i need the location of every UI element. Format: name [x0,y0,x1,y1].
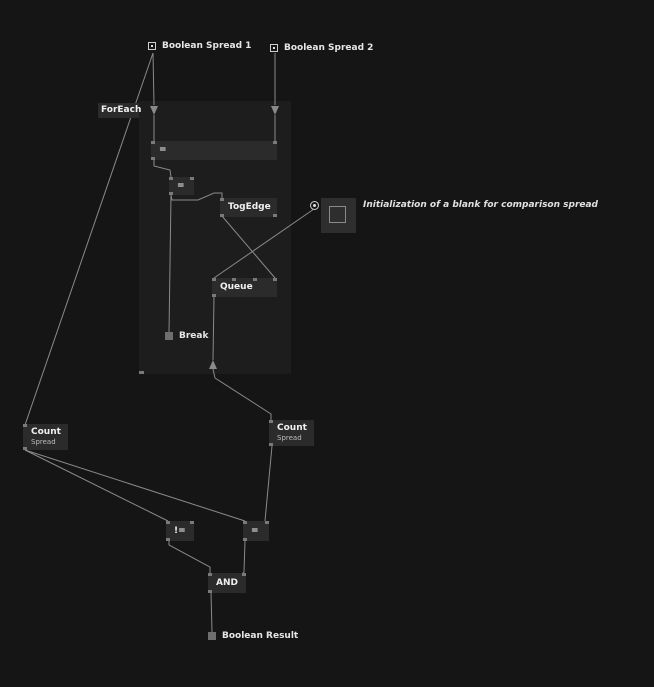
togedge-pin-in[interactable] [220,198,224,201]
init-blank-inner-square [329,206,346,223]
boolean-result-box[interactable] [208,632,216,640]
not-equals-node[interactable]: != [166,521,194,541]
wire-and-to-result [210,591,213,633]
equals-small-node[interactable]: = [169,177,194,195]
togedge-pin-out-2[interactable] [273,214,277,217]
init-blank-box[interactable] [321,198,356,233]
count-left-sub-label: Spread [31,438,56,446]
foreach-region-corner-pin [139,371,144,374]
togedge-pin-out-1[interactable] [220,214,224,217]
equals-small-pin-in2[interactable] [190,177,194,180]
and-node[interactable]: AND [208,573,246,593]
break-label: Break [179,331,209,341]
equals-bottom-label: = [251,526,259,536]
wire-spread1-to-foreach [152,52,155,106]
equals-top-pin-out[interactable] [151,157,155,160]
wire-eq-to-small-eq [153,160,172,178]
count-left-label: Count [31,427,61,437]
boolean-spread-2-label: Boolean Spread 2 [284,43,374,53]
boolean-spread-1-checkbox[interactable] [148,42,156,50]
wire-count-left-to-not-equals [24,449,169,522]
count-right-node[interactable]: Count Spread [269,420,314,446]
init-radio-icon[interactable] [310,201,319,210]
queue-pin-out[interactable] [212,294,216,297]
not-equals-pin-in1[interactable] [166,521,170,524]
foreach-node[interactable]: ForEach [98,103,142,118]
and-label: AND [216,578,238,588]
and-pin-in1[interactable] [208,573,212,576]
count-right-sub-label: Spread [277,434,302,442]
and-pin-in2[interactable] [242,573,246,576]
equals-small-pin-in[interactable] [169,177,173,180]
wire-count-right-to-equals [264,445,273,522]
equals-bottom-pin-in1[interactable] [243,521,247,524]
wire-count-left-to-equals [24,449,246,522]
equals-top-node[interactable]: = [151,141,277,160]
boolean-spread-2-checkbox[interactable] [270,44,278,52]
init-comment: Initialization of a blank for comparison… [363,200,599,210]
not-equals-pin-in2[interactable] [190,521,194,524]
togedge-label: TogEdge [228,202,271,212]
queue-pin-in4[interactable] [273,278,277,281]
wire-small-eq-to-togedge [170,192,223,201]
wire-queue-to-output [212,296,215,361]
foreach-input-1-arrow-icon[interactable] [150,106,158,115]
equals-top-pin-in2[interactable] [273,141,277,144]
not-equals-label: != [174,526,186,536]
queue-pin-in3[interactable] [253,278,257,281]
queue-node[interactable]: Queue [212,278,277,297]
equals-top-label: = [159,145,167,155]
not-equals-pin-out[interactable] [166,538,170,541]
wire-equals-to-and [241,540,246,575]
break-box[interactable] [165,332,173,340]
queue-pin-in2[interactable] [232,278,236,281]
foreach-output-arrow-icon[interactable] [209,360,217,369]
and-pin-out[interactable] [208,590,212,593]
wire-init-to-queue-left [213,208,315,279]
wire-queue-out-to-count-right [212,368,272,420]
wire-small-eq-to-break [168,194,172,334]
queue-pin-in1[interactable] [212,278,216,281]
equals-top-pin-in1[interactable] [151,141,155,144]
count-right-pin-out[interactable] [269,443,273,446]
count-left-pin-in[interactable] [23,424,27,427]
equals-small-label: = [177,181,185,191]
count-right-label: Count [277,423,307,433]
count-left-node[interactable]: Count Spread [23,424,68,450]
togedge-node[interactable]: TogEdge [220,198,277,217]
equals-bottom-pin-in2[interactable] [265,521,269,524]
foreach-label: ForEach [101,105,142,115]
count-right-pin-in[interactable] [269,420,273,423]
queue-label: Queue [220,282,253,292]
equals-small-pin-out[interactable] [169,192,173,195]
foreach-input-2-arrow-icon[interactable] [271,106,279,115]
boolean-result-label: Boolean Result [222,631,299,641]
equals-bottom-pin-out[interactable] [243,538,247,541]
wire-not-equals-to-and [168,541,211,574]
boolean-spread-1-label: Boolean Spread 1 [162,41,252,51]
count-left-pin-out[interactable] [23,447,27,450]
equals-bottom-node[interactable]: = [243,521,269,541]
wire-togedge-to-queue-right [221,215,276,279]
